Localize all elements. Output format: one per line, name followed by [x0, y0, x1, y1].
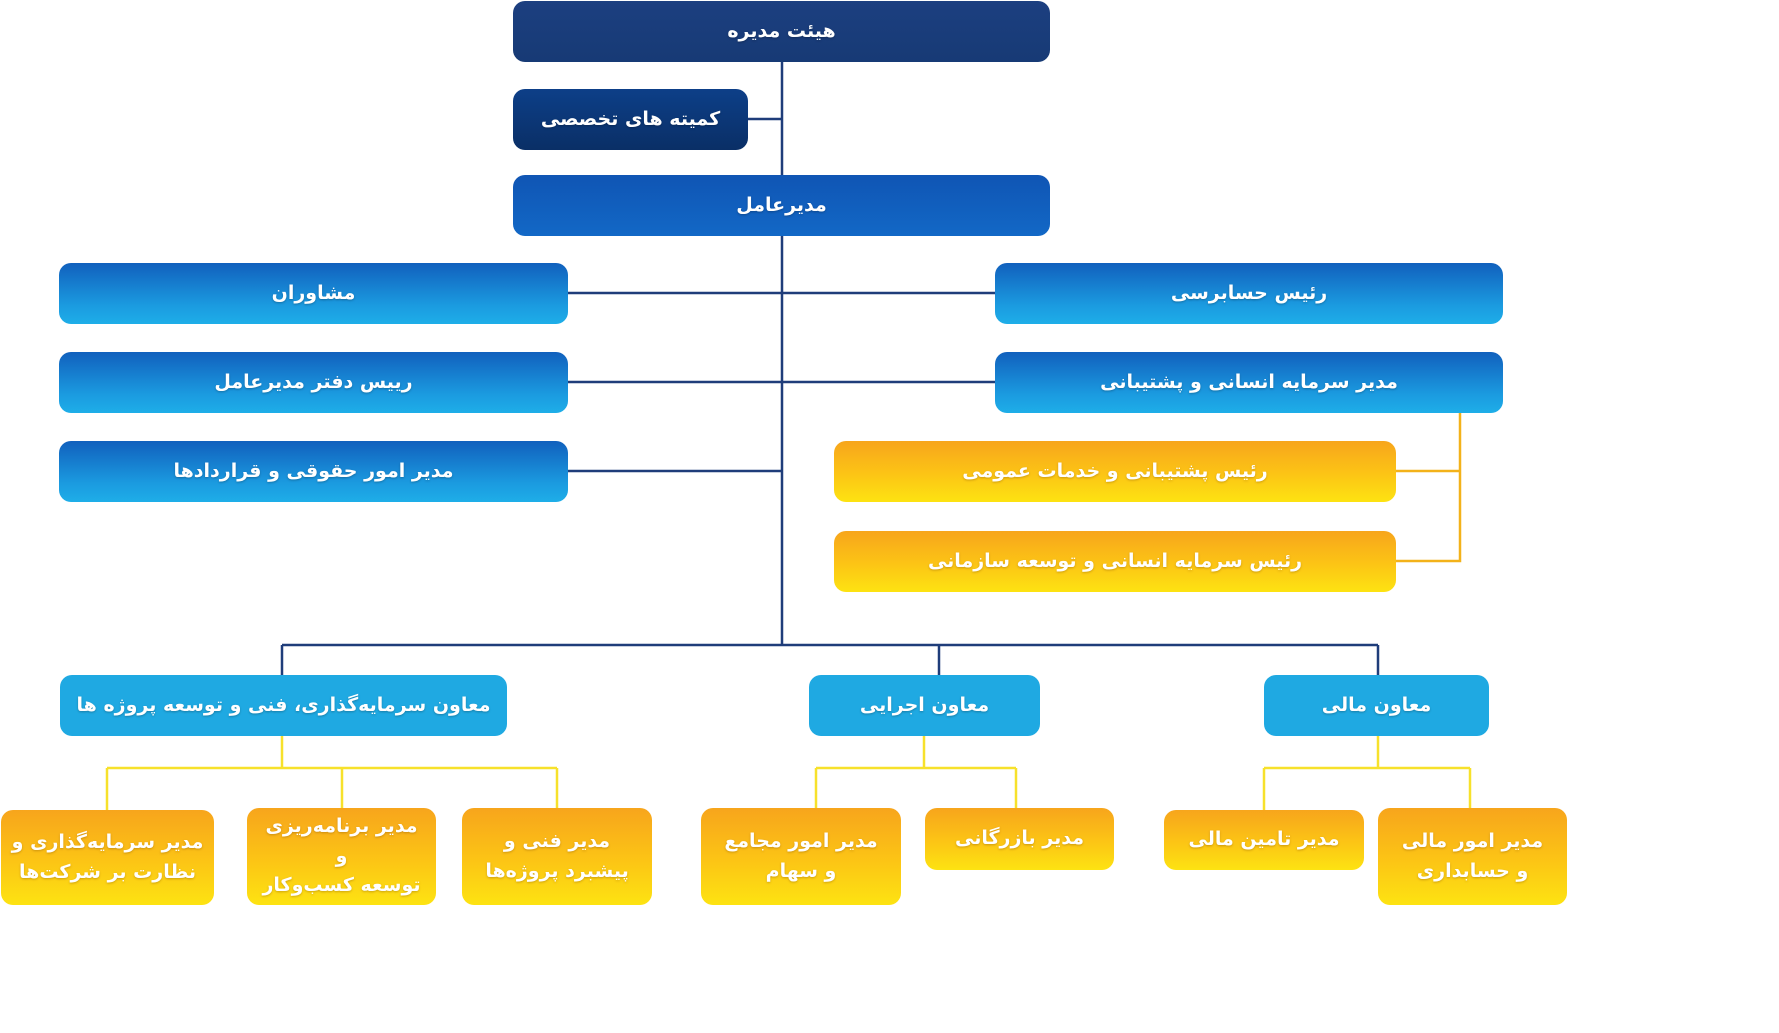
ceo-label: مدیرعامل: [736, 193, 827, 216]
manager-accounting-label: مدیر امور مالی و حسابداری: [1401, 830, 1544, 882]
audit-label: رئیس حسابرسی: [1170, 281, 1328, 304]
support-services-label: رئیس پشتیبانی و خدمات عمومی: [962, 459, 1268, 482]
legal-label: مدیر امور حقوقی و قراردادها: [173, 459, 454, 482]
box-committees: کمیته های تخصصی: [513, 89, 748, 150]
box-manager-planning: مدیر برنامه‌ریزی و توسعه کسب‌وکار: [247, 808, 436, 905]
box-manager-technical: مدیر فنی و پیشبرد پروژه‌ها: [462, 808, 652, 905]
board-label: هیئت مدیره: [727, 19, 836, 42]
connector-investment-managers: [105, 736, 559, 810]
manager-commercial-label: مدیر بازرگانی: [955, 827, 1084, 850]
box-manager-assemblies: مدیر امور مجامع و سهام: [701, 808, 901, 905]
box-office-head: رییس دفتر مدیرعامل: [59, 352, 568, 413]
box-hr-support: مدیر سرمایه انسانی و پشتیبانی: [995, 352, 1503, 413]
box-manager-commercial: مدیر بازرگانی: [925, 808, 1114, 870]
office-head-label: رییس دفتر مدیرعامل: [214, 370, 413, 393]
hr-development-label: رئیس سرمایه انسانی و توسعه سازمانی: [927, 549, 1303, 572]
box-advisors: مشاوران: [59, 263, 568, 324]
box-manager-investment-oversight: مدیر سرمایه‌گذاری و نظارت بر شرکت‌ها: [1, 810, 214, 905]
box-board: هیئت مدیره: [513, 1, 1050, 62]
hr-support-label: مدیر سرمایه انسانی و پشتیبانی: [1100, 370, 1398, 393]
deputy-investment-label: معاون سرمایه‌گذاری، فنی و توسعه پروژه ها: [76, 693, 491, 716]
box-legal: مدیر امور حقوقی و قراردادها: [59, 441, 568, 502]
box-hr-development: رئیس سرمایه انسانی و توسعه سازمانی: [834, 531, 1396, 592]
box-manager-accounting: مدیر امور مالی و حسابداری: [1378, 808, 1567, 905]
box-deputy-investment: معاون سرمایه‌گذاری، فنی و توسعه پروژه ها: [60, 675, 507, 736]
box-deputy-finance: معاون مالی: [1264, 675, 1489, 736]
committees-label: کمیته های تخصصی: [540, 107, 721, 130]
manager-assemblies-label: مدیر امور مجامع و سهام: [724, 830, 878, 882]
manager-funding-label: مدیر تامین مالی: [1188, 828, 1340, 851]
box-manager-funding: مدیر تامین مالی: [1164, 810, 1364, 870]
manager-planning-label: مدیر برنامه‌ریزی و توسعه کسب‌وکار: [262, 815, 421, 897]
box-deputy-executive: معاون اجرایی: [809, 675, 1040, 736]
connector-lines: [105, 62, 1472, 810]
manager-technical-label: مدیر فنی و پیشبرد پروژه‌ها: [485, 830, 629, 882]
box-ceo: مدیرعامل: [513, 175, 1050, 236]
deputy-executive-label: معاون اجرایی: [859, 693, 990, 716]
deputy-finance-label: معاون مالی: [1321, 693, 1432, 716]
manager-investment-oversight-label: مدیر سرمایه‌گذاری و نظارت بر شرکت‌ها: [11, 831, 204, 883]
connector-hr-units: [1396, 413, 1462, 563]
box-audit: رئیس حسابرسی: [995, 263, 1503, 324]
connector-finance-managers: [1262, 736, 1472, 810]
org-chart: هیئت مدیره کمیته های تخصصی مدیرعامل مشاو…: [1, 1, 1567, 905]
advisors-label: مشاوران: [271, 281, 356, 304]
box-support-services: رئیس پشتیبانی و خدمات عمومی: [834, 441, 1396, 502]
connector-executive-managers: [814, 736, 1018, 810]
